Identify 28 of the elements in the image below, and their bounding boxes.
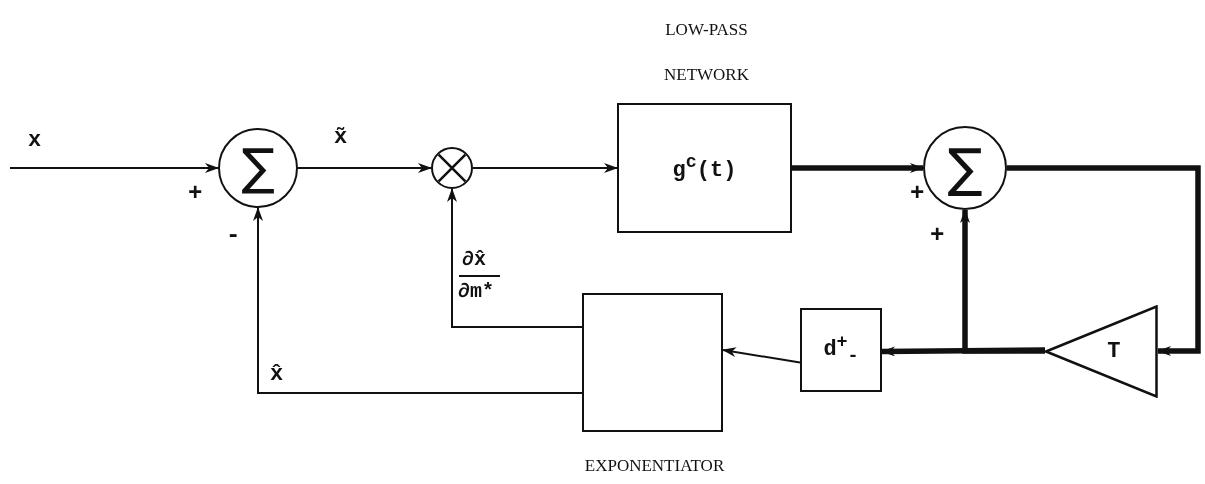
block-heading: EXPONENTIATOR bbox=[584, 456, 725, 476]
block-label: T bbox=[1107, 340, 1121, 363]
sign-label: + bbox=[910, 180, 925, 207]
edge-label: x̂ bbox=[270, 362, 284, 387]
bus-arrow bbox=[881, 346, 1046, 357]
bus-arrow bbox=[1007, 165, 1201, 356]
difference-block bbox=[800, 308, 882, 392]
sigma-symbol: ∑ bbox=[241, 143, 275, 193]
sign-label: + bbox=[930, 222, 945, 249]
block-label: g$^{c}$(t) bbox=[672, 154, 737, 182]
bus-arrow bbox=[960, 209, 1045, 354]
amplifier-triangle bbox=[1045, 305, 1158, 398]
sign-label: - bbox=[226, 222, 241, 249]
signal-arrow bbox=[9, 163, 219, 173]
signal-arrow bbox=[297, 163, 432, 173]
signal-arrow bbox=[472, 163, 618, 173]
signal-arrow bbox=[447, 188, 583, 328]
fraction-denominator: ∂m* bbox=[458, 280, 494, 303]
edge-label: x bbox=[28, 128, 42, 153]
edge-label: x̃ bbox=[334, 125, 348, 150]
multiplier-junction bbox=[431, 147, 473, 189]
sign-label: + bbox=[188, 180, 203, 207]
sigma-symbol: ∑ bbox=[947, 141, 983, 195]
signal-arrow bbox=[253, 207, 583, 394]
signal-arrow bbox=[722, 347, 801, 364]
fraction-numerator: ∂x̂ bbox=[462, 248, 486, 271]
block-heading: LOW-PASS NETWORK bbox=[663, 19, 750, 86]
bus-arrow bbox=[792, 163, 924, 173]
